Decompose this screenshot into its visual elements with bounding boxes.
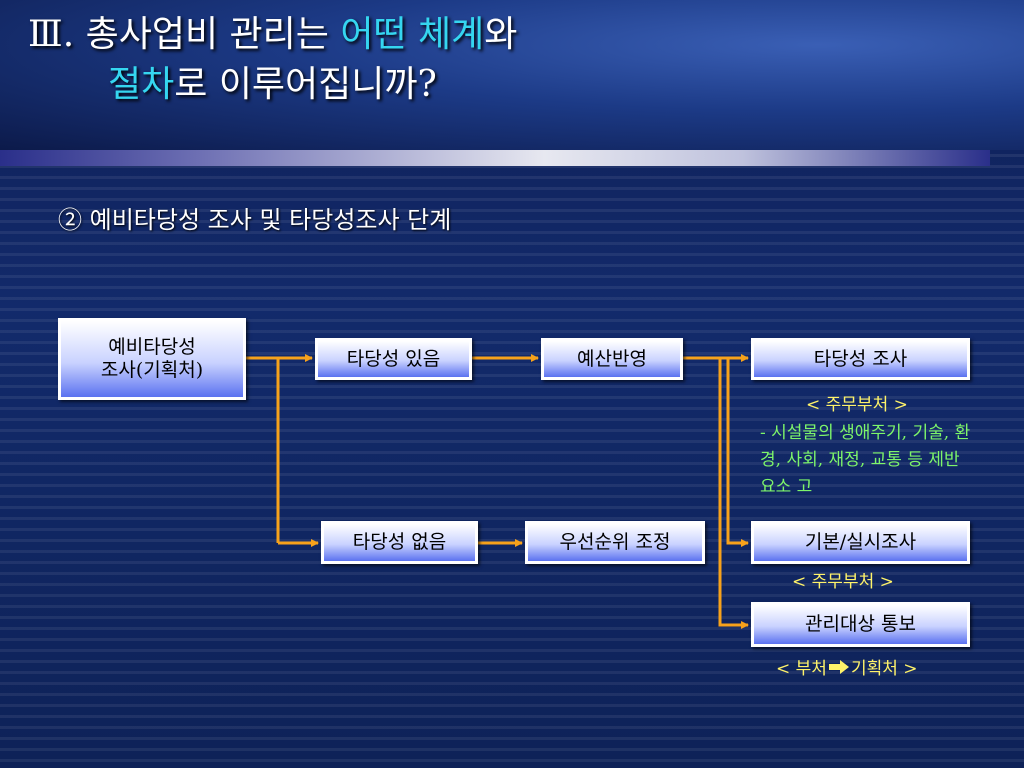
note-notify-owner: < 부처 기획처 > <box>776 658 918 681</box>
node-basic-design: 기본/실시조사 <box>751 521 970 564</box>
note-feasibility-detail-wrap: - 시설물의 생애주기, 기술, 환경, 사회, 재정, 교통 등 제반요소 고 <box>760 420 980 513</box>
node-priority-label: 우선순위 조정 <box>528 524 702 561</box>
node-prefeasibility-line1: 예비타당성 <box>108 336 196 358</box>
title-divider <box>0 150 990 166</box>
right-arrow-icon <box>828 659 850 681</box>
arrow-to-basic-design <box>726 358 749 547</box>
node-notify-label: 관리대상 통보 <box>754 605 967 644</box>
node-feasibility-study: 타당성 조사 <box>751 338 970 380</box>
node-budget: 예산반영 <box>541 338 683 380</box>
slide-title: Ⅲ. 총사업비 관리는 어떤 체계와 절차로 이루어집니까? <box>28 10 517 110</box>
node-basic-design-label: 기본/실시조사 <box>754 524 967 561</box>
node-budget-label: 예산반영 <box>544 341 680 377</box>
node-feasible-label: 타당성 있음 <box>318 341 469 377</box>
title-prefix: Ⅲ. 총사업비 관리는 <box>28 14 341 55</box>
note-notify-owner-right: 기획처 > <box>850 659 918 679</box>
node-feasible: 타당성 있음 <box>315 338 472 380</box>
title-line-2: 절차로 이루어집니까? <box>28 60 517 110</box>
node-not-feasible: 타당성 없음 <box>321 521 478 564</box>
connector-trunk-1 <box>246 356 280 543</box>
header-band <box>0 0 1024 150</box>
node-prefeasibility-line2: 조사(기획처) <box>100 359 204 381</box>
title-suffix: 로 이루어집니까? <box>174 64 437 105</box>
node-notify: 관리대상 통보 <box>751 602 970 647</box>
title-highlight-1: 어떤 체계 <box>340 14 485 55</box>
title-highlight-2: 절차 <box>108 64 175 105</box>
note-notify-owner-left: < 부처 <box>776 659 827 679</box>
node-not-feasible-label: 타당성 없음 <box>324 524 475 561</box>
arrow-to-notify <box>718 358 749 629</box>
note-feasibility-owner: < 주무부처 > <box>806 395 908 415</box>
note-feasibility-detail: - 시설물의 생애주기, 기술, 환경, 사회, 재정, 교통 등 제반요소 고 <box>760 423 971 497</box>
note-basic-owner: < 주무부처 > <box>792 572 894 592</box>
node-prefeasibility: 예비타당성 조사(기획처) <box>58 318 246 400</box>
title-mid: 와 <box>484 14 518 55</box>
node-priority: 우선순위 조정 <box>525 521 705 564</box>
node-feasibility-study-label: 타당성 조사 <box>754 341 967 377</box>
section-subtitle: ② 예비타당성 조사 및 타당성조사 단계 <box>58 206 452 234</box>
